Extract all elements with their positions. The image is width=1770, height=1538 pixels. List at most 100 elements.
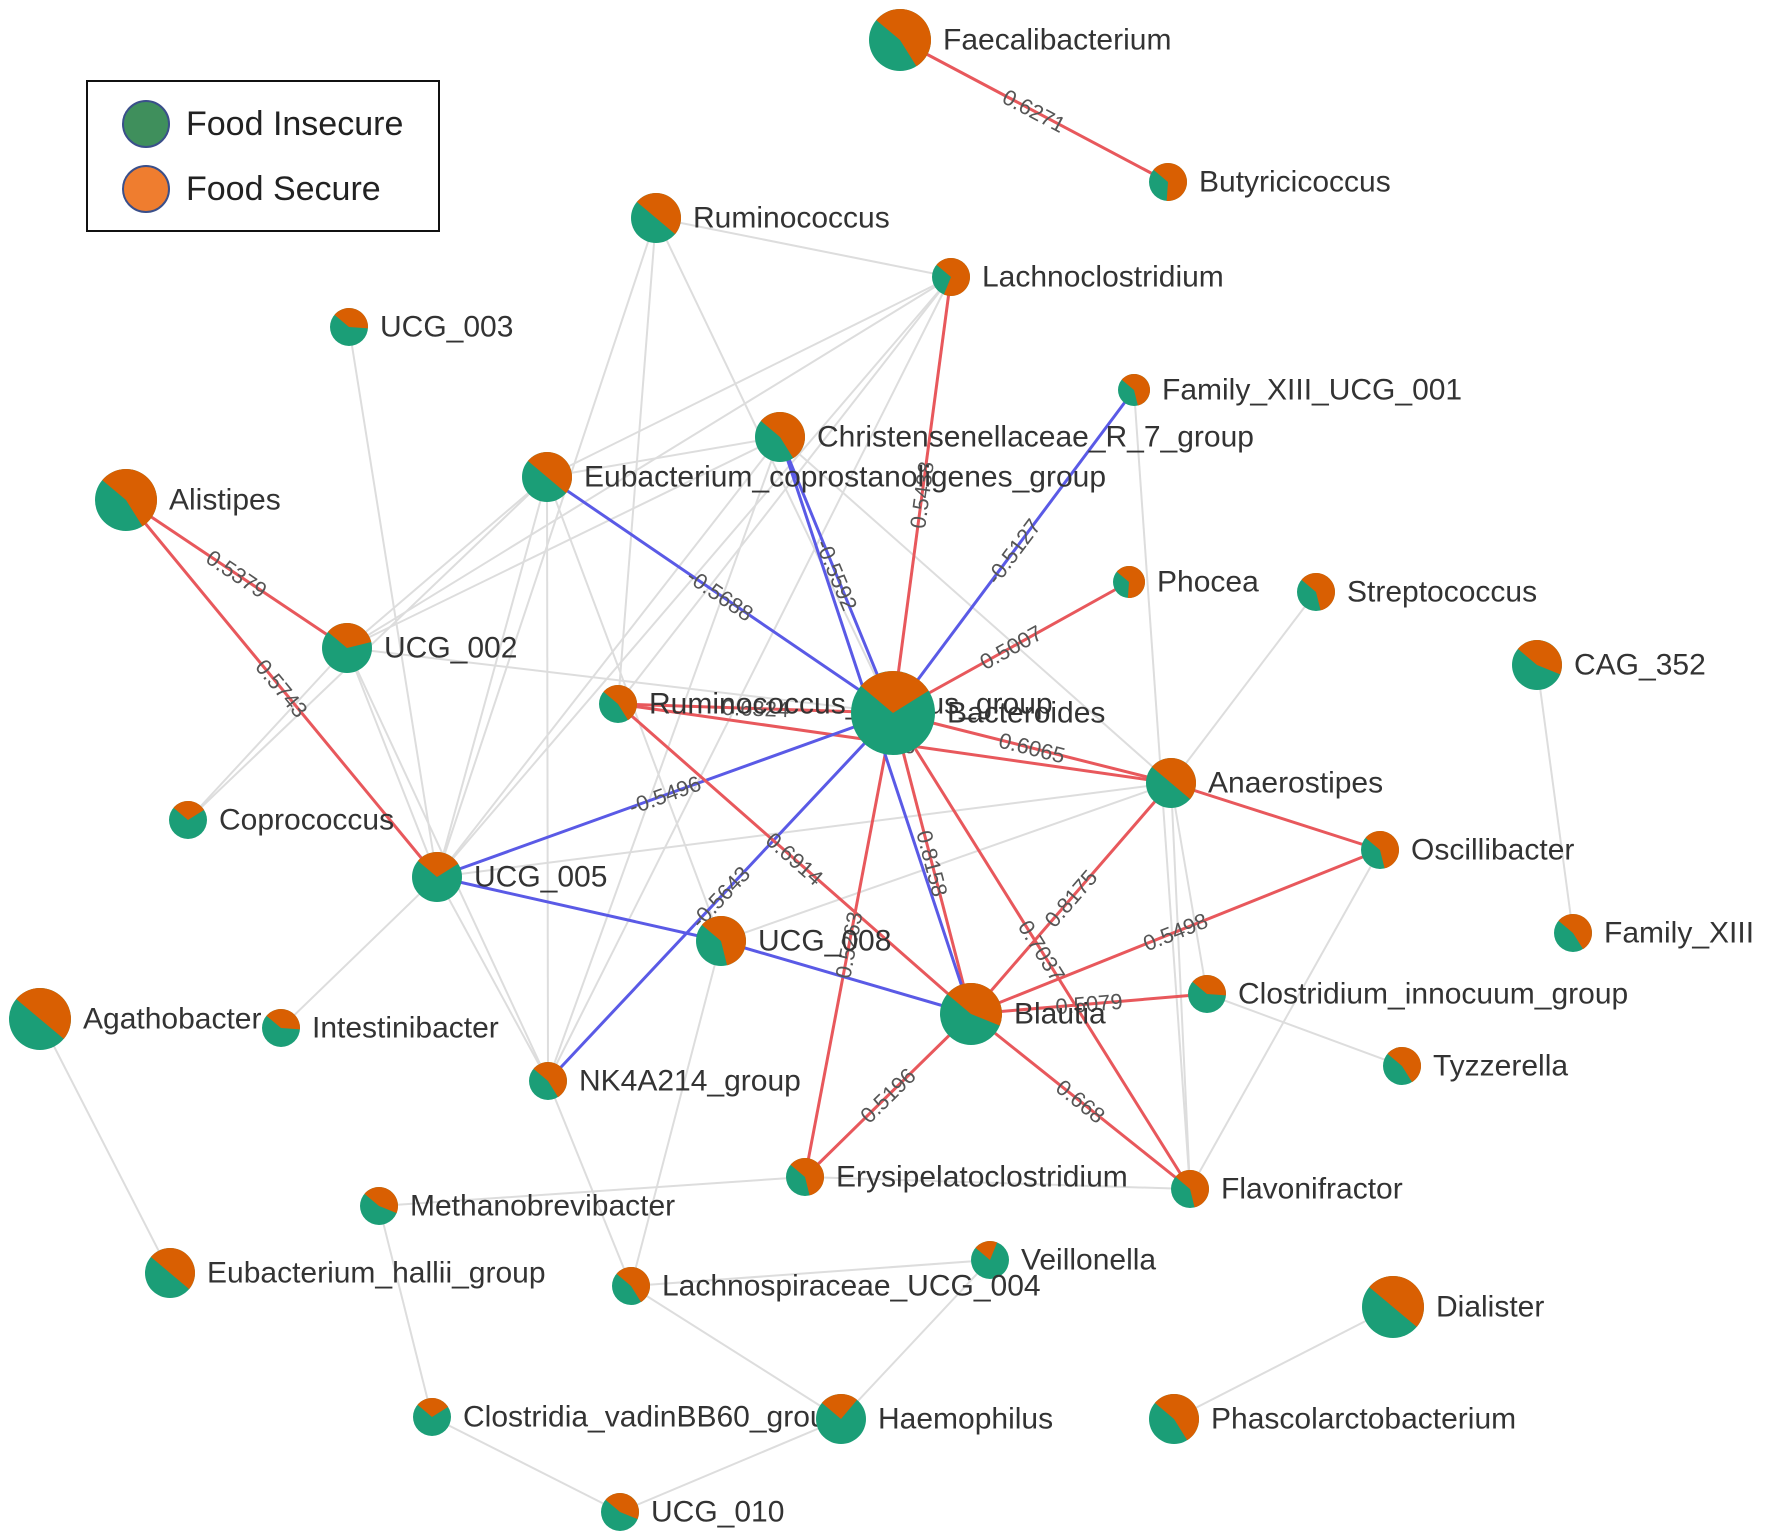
node-pie-secure-tyzzerella [1387,1047,1421,1083]
node-ucg-010: UCG_010 [601,1492,784,1531]
node-label-alistipes: Alistipes [169,484,281,517]
node-label-butyricicoccus: Butyricicoccus [1199,166,1391,199]
node-faecalibacterium: Faecalibacterium [869,8,1171,71]
node-label-eubacterium-hallii-group: Eubacterium_hallii_group [207,1257,546,1290]
node-label-ruminococcus-gnavus-group: Ruminococcus_gnavus_group [649,688,1053,721]
node-pie-secure-christensenellaceae-r-7-group [760,412,805,459]
edge-alistipes-ucg-002 [125,498,348,650]
edge-ruminococcus-gnavus-group-bacteroides [617,702,894,715]
edge-label-ruminococcus-gnavus-group-blautia: 0.6914 [761,827,828,890]
node-pie-secure-eubacterium-hallii-group [150,1248,195,1290]
edge-ucg-005-anaerostipes [436,782,1172,878]
node-label-intestinibacter: Intestinibacter [312,1012,499,1045]
legend-swatch-food-insecure [122,100,170,148]
node-lachnoclostridium: Lachnoclostridium [932,258,1224,296]
node-label-faecalibacterium: Faecalibacterium [943,24,1171,57]
node-streptococcus: Streptococcus [1297,572,1537,611]
node-label-agathobacter: Agathobacter [83,1003,261,1036]
edge-label-alistipes-ucg-002: 0.5379 [202,545,272,603]
node-alistipes: Alistipes [95,469,281,531]
node-label-lachnoclostridium: Lachnoclostridium [982,261,1224,294]
node-blautia: Blautia [940,983,1106,1045]
node-tyzzerella: Tyzzerella [1383,1047,1568,1085]
edge-label-christensenellaceae-r-7-group-bacteroides: -0.5592 [811,536,862,615]
node-label-ruminococcus: Ruminococcus [693,202,890,235]
edge-label-faecalibacterium-butyricicoccus: 0.6271 [998,84,1069,138]
edge-anaerostipes-flavonifractor [1170,782,1191,1190]
node-clostridia-vadinbb60-group: Clostridia_vadinBB60_group [413,1398,843,1436]
nodes-layer: FaecalibacteriumButyricicoccusRuminococc… [9,8,1754,1531]
edge-lachnoclostridium-bacteroides [891,276,953,714]
node-oscillibacter: Oscillibacter [1361,831,1574,869]
node-pie-secure-streptococcus [1301,572,1336,611]
edge-haemophilus-ucg-010 [619,1418,842,1513]
legend-swatch-food-secure [122,165,170,213]
edge-eubacterium-coprostanoligenes-group-ucg-005 [436,476,548,878]
node-label-phascolarctobacterium: Phascolarctobacterium [1211,1403,1516,1436]
node-eubacterium-hallii-group: Eubacterium_hallii_group [145,1248,546,1298]
edge-label-family-xiii-ucg-001-bacteroides: -0.5127 [981,514,1046,589]
node-label-ucg-010: UCG_010 [651,1496,784,1529]
edge-eubacterium-coprostanoligenes-group-ucg-002 [346,476,548,649]
node-pie-secure-ucg-003 [334,308,368,329]
node-label-ucg-008: UCG_008 [758,925,891,958]
edge-christensenellaceae-r-7-group-bacteroides [778,436,895,714]
node-pie-secure-ucg-002 [327,622,372,648]
edge-ruminococcus-gnavus-group-blautia [617,702,972,1016]
edge-christensenellaceae-r-7-group-anaerostipes [779,436,1172,784]
edge-christensenellaceae-r-7-group-ucg-005 [436,436,781,878]
node-label-family-xiii: Family_XIII [1604,917,1754,950]
node-clostridium-innocuum-group: Clostridium_innocuum_group [1188,975,1628,1013]
legend-label-food-insecure: Food Insecure [186,104,404,143]
edge-ucg-002-ucg-005 [346,647,438,878]
node-label-ucg-002: UCG_002 [384,632,517,665]
node-butyricicoccus: Butyricicoccus [1149,163,1391,201]
node-haemophilus: Haemophilus [816,1393,1053,1444]
node-pie-secure-agathobacter [16,988,71,1039]
node-veillonella: Veillonella [971,1241,1156,1279]
edge-label-ruminococcus-gnavus-group-bacteroides: 0.6324 [721,695,789,722]
node-pie-secure-haemophilus [821,1393,858,1419]
node-label-oscillibacter: Oscillibacter [1411,834,1574,867]
node-erysipelatoclostridium: Erysipelatoclostridium [786,1158,1128,1196]
node-phascolarctobacterium: Phascolarctobacterium [1149,1394,1516,1444]
edge-methanobrevibacter-clostridia-vadinbb60-group [378,1205,433,1418]
node-pie-secure-lachnoclostridium [936,258,971,296]
edge-ucg-003-ucg-005 [348,326,438,878]
node-label-blautia: Blautia [1014,998,1106,1031]
node-bacteroides: Bacteroides [851,671,1105,755]
edge-label-anaerostipes-blautia: 0.8175 [1040,865,1103,932]
edge-ucg-005-nk4a214-group [436,876,549,1082]
edge-anaerostipes-blautia [969,782,1173,1015]
node-label-ucg-005: UCG_005 [474,861,607,894]
node-label-nk4a214-group: NK4A214_group [579,1065,801,1098]
node-lachnospiraceae-ucg-004: Lachnospiraceae_UCG_004 [612,1267,1041,1305]
node-agathobacter: Agathobacter [9,988,261,1050]
legend-label-food-secure: Food Secure [186,169,381,208]
edge-blautia-erysipelatoclostridium [803,1012,973,1179]
node-pie-secure-phascolarctobacterium [1154,1394,1199,1441]
edge-christensenellaceae-r-7-group-ucg-002 [346,436,781,649]
legend-item-food-insecure: Food Insecure [122,98,403,150]
edges-layer [39,38,1574,1513]
edge-christensenellaceae-r-7-group-eubacterium-coprostanoligenes-group [546,436,781,478]
edge-lachnoclostridium-ucg-002 [346,276,952,649]
edge-lachnoclostridium-ruminococcus-gnavus-group [617,276,952,705]
node-pie-secure-flavonifractor [1175,1170,1209,1208]
edge-christensenellaceae-r-7-group-nk4a214-group [547,436,781,1082]
node-anaerostipes: Anaerostipes [1146,758,1383,808]
edge-label-blautia-clostridium-innocuum-group: 0.5079 [1054,989,1123,1020]
edge-blautia-clostridium-innocuum-group [970,992,1208,1016]
edge-clostridia-vadinbb60-group-ucg-010 [431,1416,621,1513]
edge-bacteroides-anaerostipes [892,711,1172,785]
node-label-coprococcus: Coprococcus [219,804,394,837]
node-label-tyzzerella: Tyzzerella [1433,1050,1568,1083]
node-label-erysipelatoclostridium: Erysipelatoclostridium [836,1161,1128,1194]
edge-anaerostipes-streptococcus [1170,591,1317,784]
node-pie-secure-blautia [947,983,1002,1026]
node-pie-secure-anaerostipes [1151,758,1196,800]
edge-ucg-005-intestinibacter [280,876,438,1029]
node-family-xiii-ucg-001: Family_XIII_UCG_001 [1118,374,1462,407]
edge-ruminococcus-lachnoclostridium [655,217,952,278]
